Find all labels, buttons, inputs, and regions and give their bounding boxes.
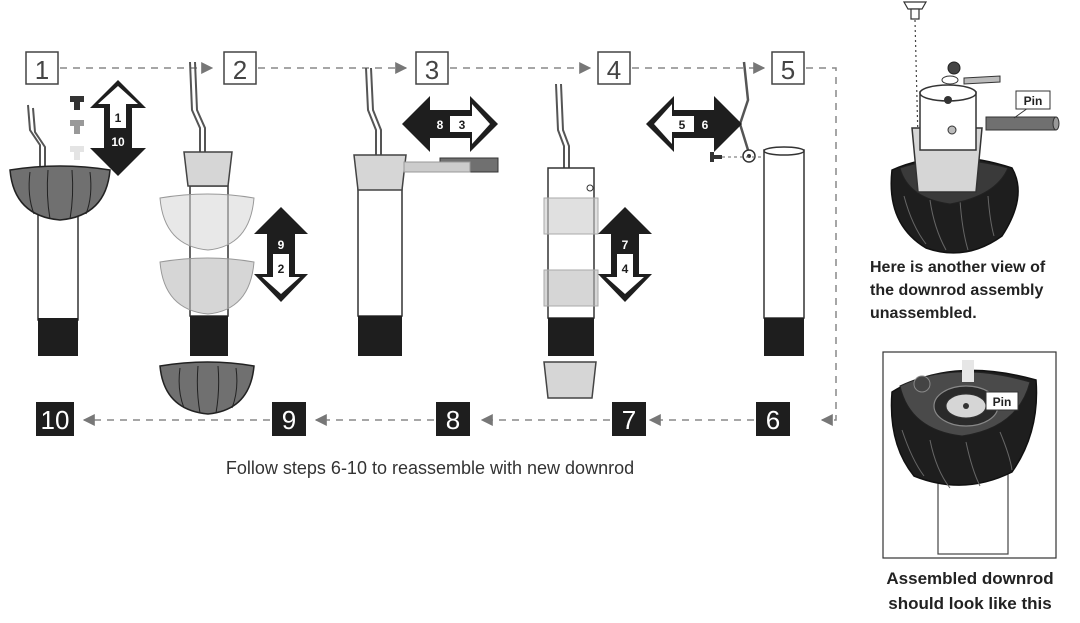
flow-path	[60, 62, 837, 426]
step-3-label: 3	[425, 55, 439, 85]
step-8-label: 8	[446, 405, 460, 435]
assembled-view: Pin	[882, 351, 1057, 559]
arrow-label: 5	[679, 118, 686, 132]
step-5-box: 5	[771, 51, 805, 85]
wire	[365, 67, 377, 156]
unassembled-view: Pin	[890, 1, 1060, 254]
pin-hole	[586, 184, 594, 192]
step-9-label: 9	[282, 405, 296, 435]
wire	[370, 67, 382, 156]
wire	[189, 61, 201, 152]
canopy-cover	[159, 361, 255, 415]
arrow-label: 8	[437, 118, 444, 132]
assembled-caption: Assembled downrod should look like this	[886, 569, 1054, 613]
step-4-label: 4	[607, 55, 621, 85]
wire	[194, 61, 206, 152]
wire	[555, 83, 565, 168]
downrod-end	[190, 316, 228, 356]
step-7-box: 7	[612, 402, 646, 436]
step-2-label: 2	[233, 55, 247, 85]
step-5-illustration: 5 6	[646, 61, 805, 356]
step-3-illustration: 8 3	[353, 67, 499, 356]
wire	[32, 107, 46, 168]
pin-callout-label: Pin	[1024, 94, 1043, 108]
step-4-box: 4	[597, 51, 631, 85]
arrow-label: 3	[459, 118, 466, 132]
step-5-label: 5	[781, 55, 795, 85]
downrod-body	[763, 149, 805, 319]
screw-icon	[70, 96, 84, 110]
downrod-body	[937, 471, 1009, 555]
pin-hole	[947, 125, 957, 135]
reassemble-caption: Follow steps 6-10 to reassemble with new…	[225, 458, 635, 478]
arrow-label: 1	[115, 111, 122, 125]
pin	[985, 116, 1057, 131]
downrod-end	[764, 318, 804, 356]
step-6-box: 6	[756, 402, 790, 436]
pin-callout-label: Pin	[993, 395, 1012, 409]
step-10-box: 10	[36, 402, 74, 436]
pin-callout	[1015, 90, 1051, 110]
step-8-box: 8	[436, 402, 470, 436]
screw-icon	[70, 120, 84, 134]
arrow-label: 2	[278, 262, 285, 276]
unassembled-caption: Here is another view of the downrod asse…	[870, 259, 1046, 322]
downrod-body	[37, 204, 79, 321]
step-1-illustration: 1 10	[9, 80, 146, 356]
step-4-illustration: 7 4	[543, 83, 652, 399]
arrow-label: 9	[278, 238, 285, 252]
collar	[183, 151, 233, 187]
step-2-box: 2	[223, 51, 257, 85]
step-1-box: 1	[25, 51, 59, 85]
arrow-label: 4	[622, 262, 629, 276]
arrow-label: 10	[111, 135, 125, 149]
downrod-body	[357, 187, 403, 317]
step-3-box: 3	[415, 51, 449, 85]
step-1-label: 1	[35, 55, 49, 85]
collar-ghost	[543, 269, 599, 307]
downrod-end	[38, 318, 78, 356]
collar	[353, 154, 407, 191]
wire	[738, 61, 750, 151]
step-10-label: 10	[41, 405, 70, 435]
pin-callout	[985, 391, 1019, 411]
canopy-ghost	[159, 193, 255, 251]
screw-icon	[902, 1, 928, 20]
wire-end	[963, 75, 1001, 85]
wire	[560, 83, 570, 168]
collar-ghost	[543, 197, 599, 235]
washer-icon	[941, 75, 959, 85]
nut-icon	[947, 61, 961, 75]
downrod-end	[358, 316, 402, 356]
downrod-end	[548, 318, 594, 356]
screw-icon	[710, 152, 722, 162]
wire	[27, 104, 41, 168]
canopy-ghost	[159, 257, 255, 315]
collar	[543, 361, 597, 399]
step-7-label: 7	[622, 405, 636, 435]
pin-ghost	[403, 161, 471, 173]
arrow-label: 6	[702, 118, 709, 132]
arrow-label: 7	[622, 238, 629, 252]
step-6-label: 6	[766, 405, 780, 435]
step-9-box: 9	[272, 402, 306, 436]
canopy-cover	[9, 165, 111, 221]
step-2-illustration: 9 2	[159, 61, 308, 415]
screw-icon	[70, 146, 84, 160]
